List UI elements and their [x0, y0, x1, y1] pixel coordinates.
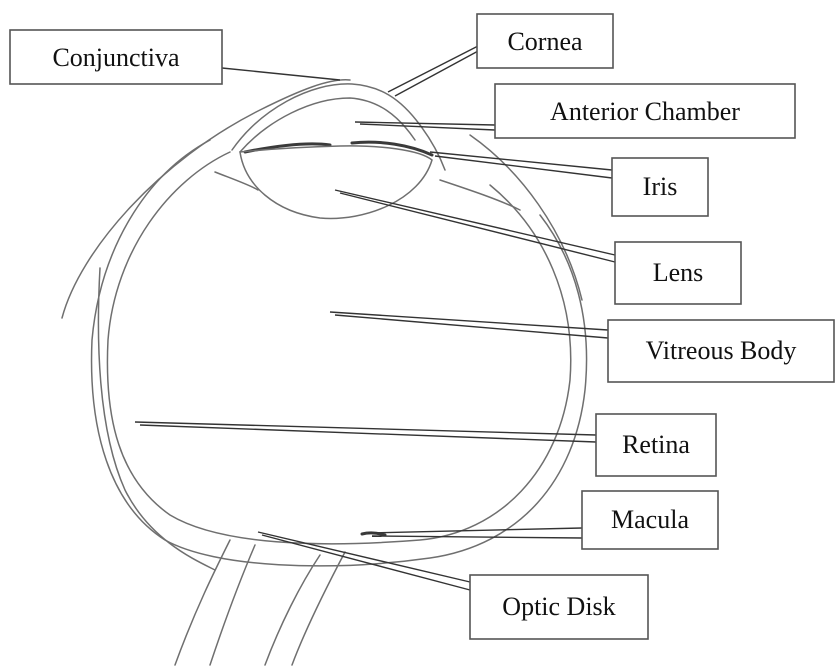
label-vitreous-body-text: Vitreous Body: [646, 336, 797, 365]
label-lens-text: Lens: [653, 258, 704, 287]
optic-nerve-right-2: [292, 552, 345, 665]
label-vitreous-body: Vitreous Body: [608, 320, 834, 382]
label-anterior-chamber-text: Anterior Chamber: [550, 97, 740, 126]
ciliary-body-2: [440, 180, 520, 210]
label-conjunctiva: Conjunctiva: [10, 30, 222, 84]
leader-macula-2: [372, 536, 582, 538]
optic-nerve-left-2: [210, 545, 255, 665]
lens-shape: [240, 146, 432, 219]
leader-cornea-2: [395, 50, 480, 96]
sclera-outer: [62, 80, 350, 318]
sclera-outer-2: [98, 268, 215, 570]
label-cornea: Cornea: [477, 14, 613, 68]
label-optic-disk: Optic Disk: [470, 575, 648, 639]
leader-lens: [335, 190, 615, 255]
label-macula: Macula: [582, 491, 718, 549]
leader-macula: [368, 528, 582, 533]
label-cornea-text: Cornea: [507, 27, 583, 56]
leader-lens-2: [340, 193, 615, 262]
label-iris: Iris: [612, 158, 708, 216]
eyeball-inner: [107, 152, 570, 544]
leader-cornea: [388, 45, 480, 92]
label-macula-text: Macula: [611, 505, 689, 534]
label-optic-disk-text: Optic Disk: [502, 592, 615, 621]
sclera-right: [470, 135, 582, 300]
optic-nerve-right: [265, 555, 320, 665]
label-anterior-chamber: Anterior Chamber: [495, 84, 795, 138]
label-retina-text: Retina: [622, 430, 690, 459]
label-conjunctiva-text: Conjunctiva: [52, 43, 180, 72]
label-iris-text: Iris: [643, 172, 678, 201]
leader-conjunctiva: [222, 68, 340, 80]
label-retina: Retina: [596, 414, 716, 476]
label-lens: Lens: [615, 242, 741, 304]
eyeball-outer: [92, 140, 587, 566]
